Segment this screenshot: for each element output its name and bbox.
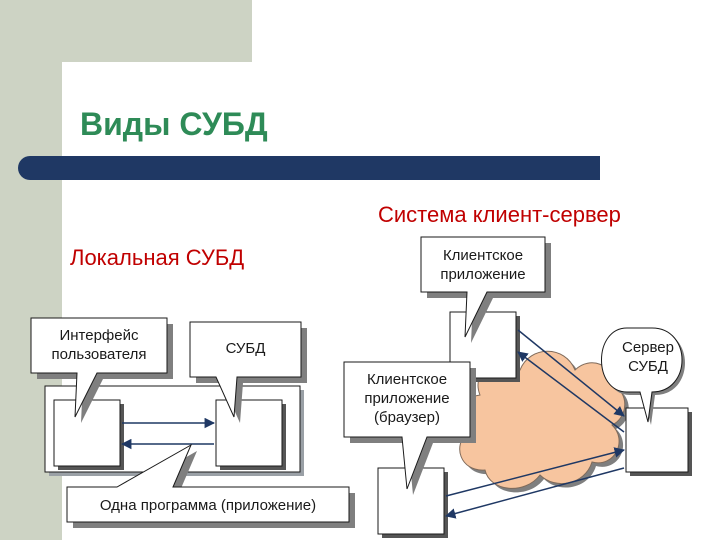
server-callout	[601, 327, 685, 425]
dbms-label: СУБД	[225, 340, 266, 357]
arrow-client-to-server	[517, 329, 625, 417]
one-program-callout	[66, 443, 355, 528]
browser-label-line1: Клиентское	[366, 371, 448, 388]
user-interface-callout	[30, 317, 173, 423]
client-app-label-line2: приложение	[440, 266, 526, 283]
browser-callout	[343, 361, 476, 495]
browser-label: Клиентское приложение (браузер)	[344, 370, 470, 427]
local-dbms-box	[215, 399, 286, 470]
client-app-label-line1: Клиентское	[442, 247, 524, 264]
arrow-server-to-browser	[444, 467, 625, 519]
browser-label-line3: (браузер)	[374, 409, 440, 426]
user-interface-label-line2: пользователя	[51, 346, 147, 363]
arrow-server-to-client	[517, 351, 625, 433]
client-server-heading: Система клиент-сервер	[378, 202, 621, 227]
title-underline-bar	[18, 156, 600, 180]
slide-title: Виды СУБД	[80, 106, 268, 142]
one-program-label: Одна программа (приложение)	[99, 497, 317, 514]
browser-label-line2: приложение	[364, 390, 450, 407]
server-label: Сервер СУБД	[606, 338, 690, 376]
server-label-line1: Сервер	[621, 339, 674, 356]
local-dbms-heading: Локальная СУБД	[70, 245, 245, 270]
server-label-line2: СУБД	[628, 358, 668, 375]
client-app-label: Клиентское приложение	[421, 246, 545, 284]
arrow-browser-to-server	[445, 447, 626, 497]
server-dbms-box	[625, 407, 692, 476]
user-interface-label-line1: Интерфейс	[59, 327, 139, 344]
user-interface-box	[53, 399, 124, 470]
user-interface-label: Интерфейс пользователя	[31, 326, 167, 364]
client-app-callout	[420, 236, 551, 343]
dbms-callout	[189, 321, 307, 423]
network-cloud	[458, 350, 629, 493]
